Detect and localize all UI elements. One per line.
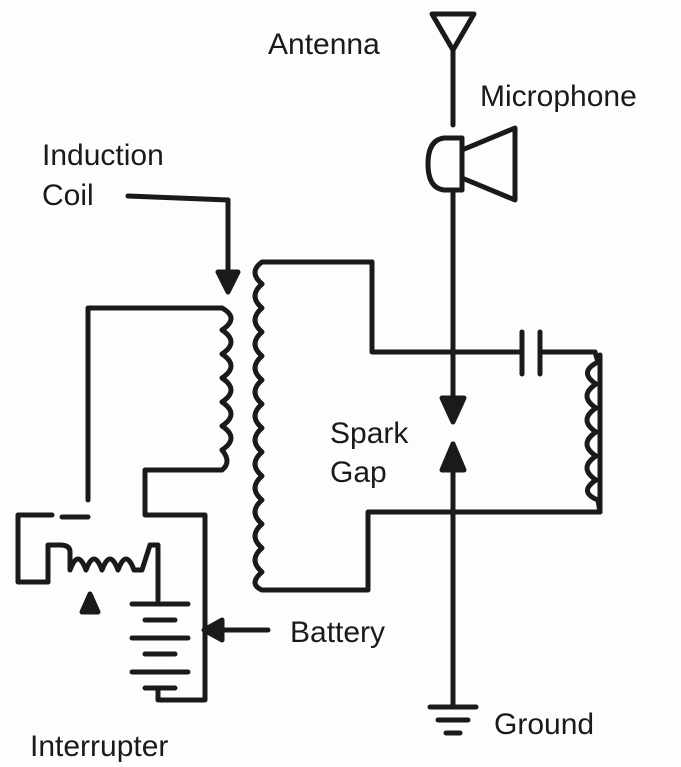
battery-label: Battery: [290, 616, 386, 649]
spark-gap-label-line2: Gap: [330, 456, 387, 489]
induction-coil-secondary: [252, 259, 603, 593]
interrupter-symbol: [15, 512, 161, 615]
induction-coil-primary: [85, 305, 234, 703]
induction-coil-callout-line: [125, 193, 231, 203]
induction-coil-label-line2: Coil: [42, 179, 94, 212]
antenna-symbol: [429, 11, 477, 128]
spark-gap-label-line1: Spark: [330, 417, 409, 450]
induction-coil-pointer-arrowhead: [215, 269, 241, 295]
induction-coil-label-line1: Induction: [42, 139, 164, 172]
microphone-symbol: [425, 125, 518, 203]
interrupter-label: Interrupter: [30, 730, 169, 763]
spark-gap-upper-electrode: [439, 395, 467, 425]
ground-symbol: [427, 704, 479, 736]
ground-label: Ground: [494, 708, 595, 741]
tuning-coil: [584, 349, 603, 515]
microphone-label: Microphone: [480, 80, 637, 113]
capacitor-symbol: [519, 329, 598, 377]
battery-pointer: [201, 617, 271, 643]
battery-symbol: [129, 601, 191, 703]
antenna-label: Antenna: [268, 28, 380, 61]
